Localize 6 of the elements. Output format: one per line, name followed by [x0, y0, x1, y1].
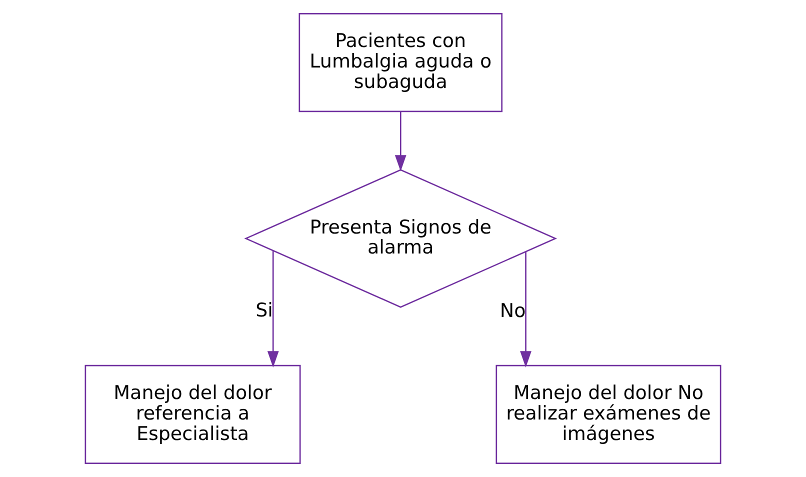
- node-box: Manejo del dolor referencia a Especialista: [84, 364, 301, 464]
- node-box: Manejo del dolor No realizar exámenes de imágenes: [496, 364, 722, 464]
- arrow: [394, 112, 406, 172]
- arrow: [520, 252, 532, 368]
- arrow: [267, 250, 279, 368]
- node-box: Pacientes con Lumbalgia aguda o subaguda: [298, 12, 503, 112]
